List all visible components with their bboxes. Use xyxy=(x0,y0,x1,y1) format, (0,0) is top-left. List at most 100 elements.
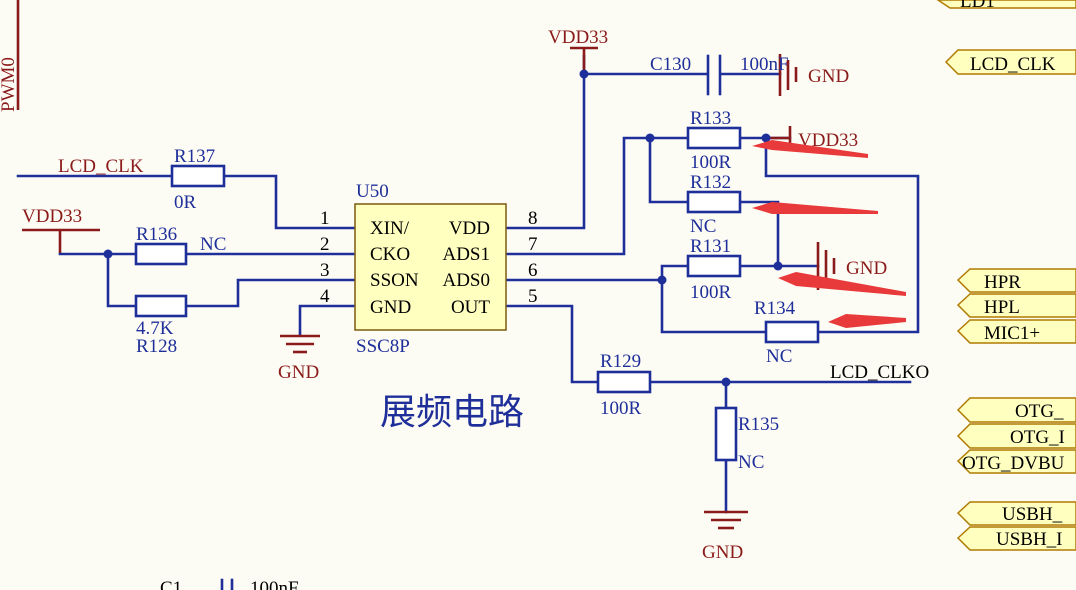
r135-ref: R135 xyxy=(738,414,779,435)
wire-pin6-r131 xyxy=(660,264,690,282)
c1-value: 100nF xyxy=(250,578,299,590)
wire-r132-r131 xyxy=(738,200,780,268)
resistor-r129[interactable] xyxy=(596,370,652,394)
junction-pin6 xyxy=(657,275,667,285)
chip-part: SSC8P xyxy=(356,336,410,357)
r134-ref: R134 xyxy=(754,298,796,319)
wire-pin8-vdd xyxy=(504,54,586,230)
pwm0-label: PWM0 xyxy=(0,57,19,112)
vdd33-top-label: VDD33 xyxy=(548,27,608,48)
port-otg-a-label: OTG_ xyxy=(1015,401,1064,422)
r134-value: NC xyxy=(766,346,792,367)
pin-6-num: 6 xyxy=(528,260,538,281)
resistor-r136[interactable] xyxy=(134,242,188,266)
resistor-r131[interactable] xyxy=(686,254,742,278)
wire-pin5-r129 xyxy=(504,304,600,384)
port-hpr[interactable]: HPR xyxy=(956,268,1076,293)
r129-ref: R129 xyxy=(600,351,641,372)
r128-ref: R128 xyxy=(136,336,177,357)
port-usbh-b[interactable]: USBH_I xyxy=(956,526,1076,551)
pin-3-num: 3 xyxy=(320,260,330,281)
arrow-r133 xyxy=(752,140,868,158)
pin-4-num: 4 xyxy=(320,286,330,307)
port-hpl[interactable]: HPL xyxy=(956,293,1076,318)
port-hpl-label: HPL xyxy=(984,297,1020,318)
gnd-c130-label: GND xyxy=(808,66,849,87)
pin-2-name: CKO xyxy=(370,244,410,265)
c130-value: 100nF xyxy=(740,54,789,75)
junction-r133-r132 xyxy=(645,133,655,143)
resistor-r128[interactable] xyxy=(134,294,188,318)
pin-1-num: 1 xyxy=(320,208,330,229)
port-usbh-a[interactable]: USBH_ xyxy=(956,501,1076,526)
pin-7-num: 7 xyxy=(528,234,538,255)
port-mic1[interactable]: MIC1+ xyxy=(956,319,1076,344)
junction-vdd-c130 xyxy=(579,69,589,79)
junction-r135 xyxy=(721,377,731,387)
pin-8-num: 8 xyxy=(528,208,538,229)
wire-pin4-gnd xyxy=(298,304,357,336)
vdd33-r133-label: VDD33 xyxy=(798,130,858,151)
port-otg-a[interactable]: OTG_ xyxy=(956,397,1076,423)
pin-8-name: VDD xyxy=(449,218,490,239)
arrow-r131 xyxy=(778,272,906,296)
port-mic1-label: MIC1+ xyxy=(984,323,1040,344)
port-lcd-clk[interactable]: LCD_CLK xyxy=(944,49,1076,75)
chip-u50[interactable]: U50 SSC8P 1 2 3 4 8 7 6 5 XIN/ CKO SSON … xyxy=(320,181,538,357)
r137-ref: R137 xyxy=(174,146,215,167)
port-otg-b[interactable]: OTG_I xyxy=(956,423,1076,449)
port-hpr-label: HPR xyxy=(984,272,1021,293)
gnd-r131-label: GND xyxy=(846,258,887,279)
wire-pin6-r134 xyxy=(660,278,768,334)
wire-r133-r132 xyxy=(648,136,690,204)
resistor-r137[interactable] xyxy=(170,164,226,188)
r131-ref: R131 xyxy=(690,236,731,257)
r129-value: 100R xyxy=(600,398,642,419)
gnd-left-label: GND xyxy=(278,362,319,383)
wire-vdd-r128 xyxy=(106,252,138,308)
wire-vdd-loop xyxy=(764,136,920,334)
port-otg-dvbu-label: OTG_DVBU xyxy=(962,453,1065,474)
r133-value: 100R xyxy=(690,152,732,173)
arrow-r132 xyxy=(752,202,878,214)
wire-r128-pin3 xyxy=(184,278,357,308)
pin-4-name: GND xyxy=(370,297,411,318)
net-lcd-clk-label: LCD_CLK xyxy=(58,156,144,177)
junction-r136-r128 xyxy=(103,249,113,259)
chip-ref: U50 xyxy=(356,181,389,202)
junction-r131-gnd xyxy=(773,261,783,271)
port-ld1-label: LD1 xyxy=(960,0,995,12)
r135-value: NC xyxy=(738,452,764,473)
r133-ref: R133 xyxy=(690,108,731,129)
r137-value: 0R xyxy=(174,192,197,213)
chip-body xyxy=(354,203,507,331)
gnd-symbol-left xyxy=(280,334,320,354)
resistor-r134[interactable] xyxy=(764,320,820,344)
pin-5-name: OUT xyxy=(451,297,490,318)
pin-5-num: 5 xyxy=(528,286,538,307)
junction-r133-vdd xyxy=(761,133,771,143)
circuit-title: 展频电路 xyxy=(380,392,524,433)
port-ld1[interactable]: LD1 xyxy=(936,0,1076,12)
r132-value: NC xyxy=(690,216,716,237)
resistor-r133[interactable] xyxy=(686,126,742,150)
vdd33-left-label: VDD33 xyxy=(22,206,82,227)
pin-7-name: ADS1 xyxy=(442,244,490,265)
r131-value: 100R xyxy=(690,282,732,303)
gnd-symbol-r135 xyxy=(704,510,748,530)
net-nc-label: NC xyxy=(200,234,226,255)
resistor-r135[interactable] xyxy=(714,406,738,462)
r136-ref: R136 xyxy=(136,224,177,245)
gnd-symbol-c130 xyxy=(778,54,798,96)
wire-r137-pin1 xyxy=(222,174,357,230)
arrow-r134 xyxy=(828,314,906,328)
pin-2-num: 2 xyxy=(320,234,330,255)
r132-ref: R132 xyxy=(690,172,731,193)
resistor-r132[interactable] xyxy=(686,190,742,214)
port-otg-dvbu[interactable]: OTG_DVBU xyxy=(956,449,1076,474)
pin-1-name: XIN/ xyxy=(370,218,410,239)
port-lcd-clk-label: LCD_CLK xyxy=(970,54,1056,75)
port-usbh-b-label: USBH_I xyxy=(996,529,1063,550)
